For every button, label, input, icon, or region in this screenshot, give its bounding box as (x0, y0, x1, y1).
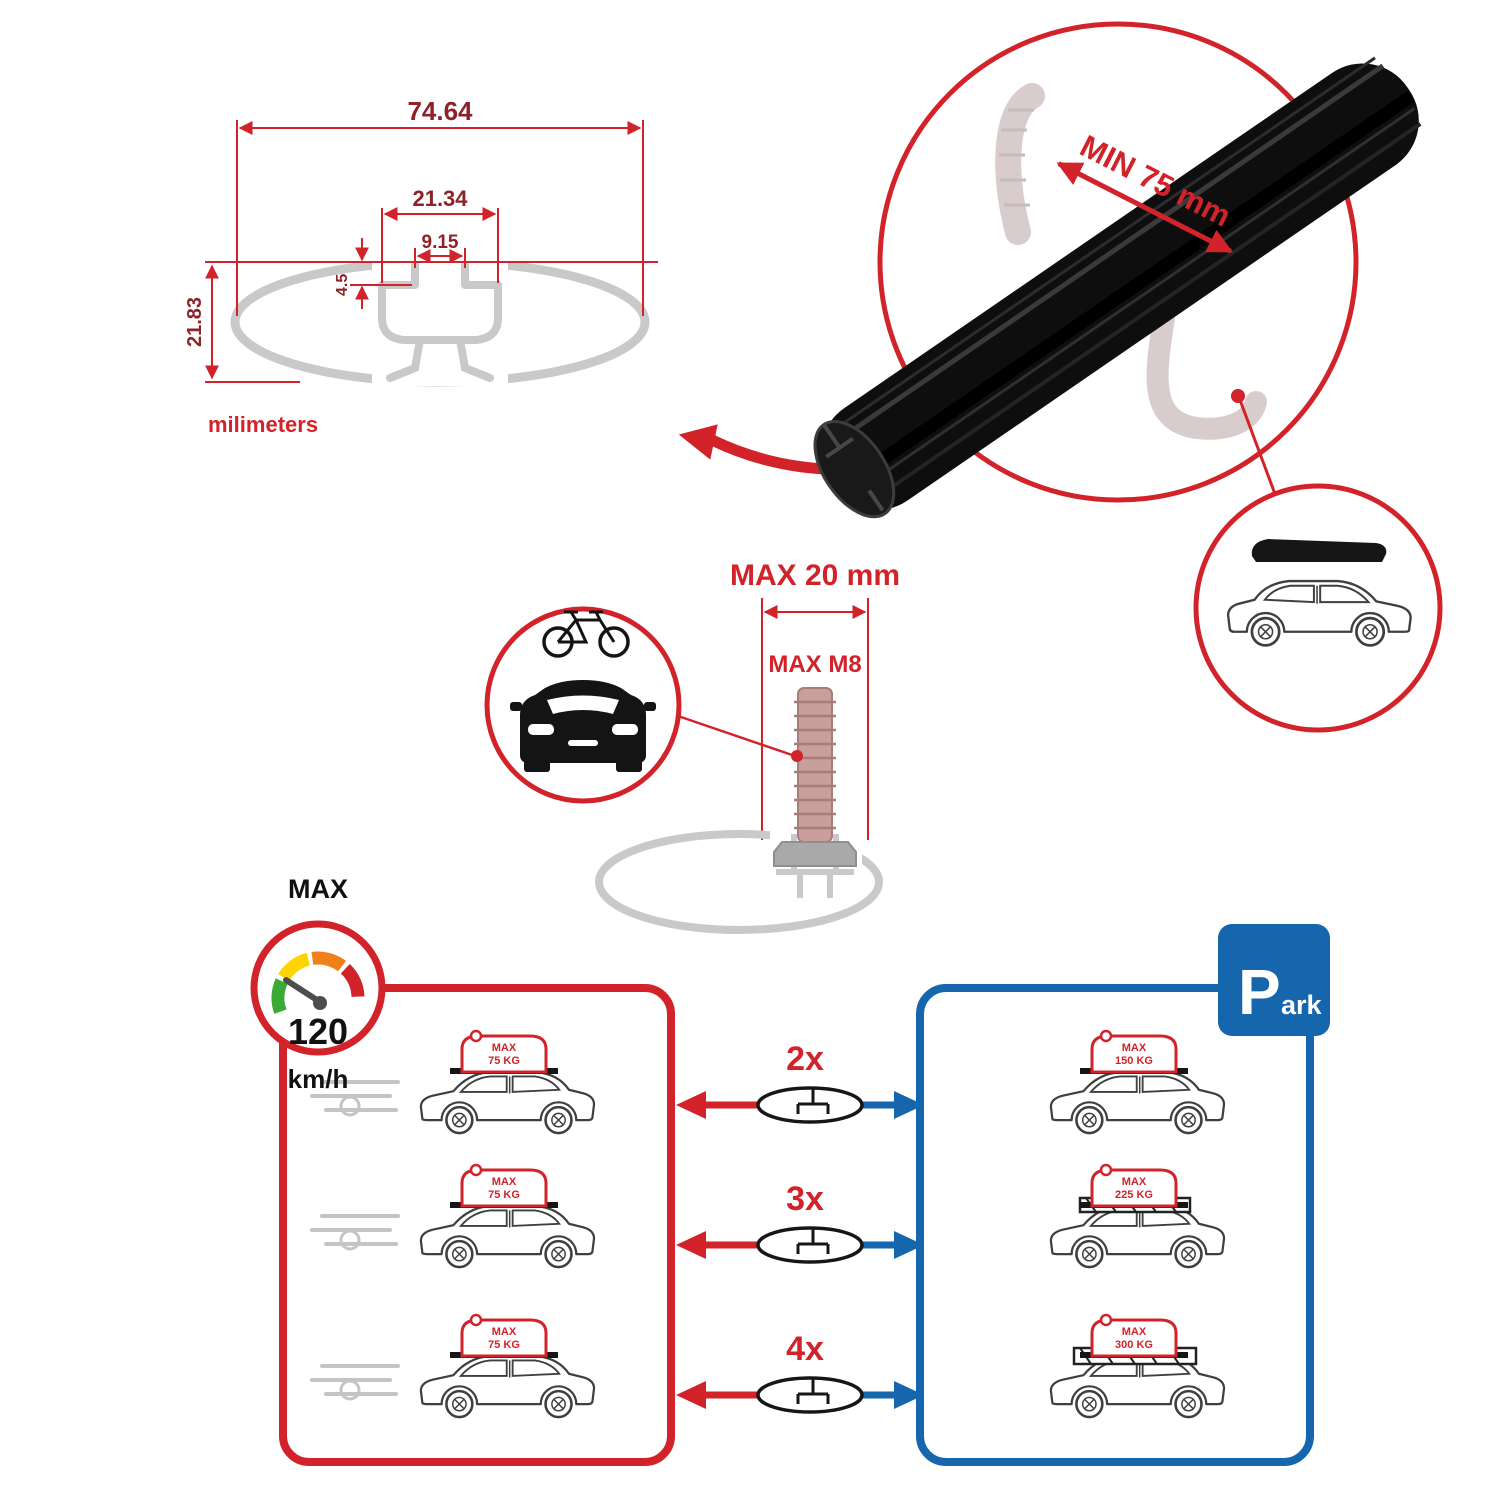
exhaust-smoke-icon (339, 1229, 361, 1251)
crossbar-section-icon (756, 1376, 864, 1414)
load-max-word: MAX (1122, 1176, 1147, 1188)
load-max-word: MAX (1122, 1326, 1147, 1338)
car-front-bike-circle (484, 606, 682, 804)
dim-slot-opening-label: 9.15 (422, 232, 459, 253)
park-letter: P (1238, 956, 1281, 1028)
park-sign: P ark (1218, 924, 1330, 1036)
load-value: 225 KG (1115, 1189, 1153, 1201)
load-value: 150 KG (1115, 1055, 1153, 1067)
callout-line (677, 714, 796, 758)
bolt-max-thread-label: MAX M8 (768, 651, 861, 678)
crossbar-section-icon (756, 1226, 864, 1264)
driving-panel: MAX 75 KG MAX 75 KG MAX 75 KG (279, 984, 675, 1466)
clamp-strap-icon (995, 83, 1045, 245)
gauge-needle (283, 977, 323, 1005)
dim-total-width-label: 74.64 (407, 96, 473, 126)
arrow-right-head (894, 1231, 924, 1259)
crossbar-photo (813, 56, 1422, 519)
load-value: 75 KG (488, 1189, 520, 1201)
dim-channel-width-label: 21.34 (412, 186, 468, 211)
dim-total-height-label: 21.83 (184, 297, 206, 347)
strap-teeth (999, 108, 1034, 207)
parked-panel: MAX 150 KG MAX 225 KG MAX 300 KG (916, 924, 1330, 1466)
profile-dimension-diagram: 74.64 21.34 9.15 4.5 21.83 milimeters (184, 96, 658, 437)
profile-ellipse-small (595, 830, 883, 934)
load-value: 300 KG (1115, 1339, 1153, 1351)
clamp-strap-icon (1146, 307, 1267, 440)
load-value: 75 KG (488, 1339, 520, 1351)
bike-icon (542, 610, 630, 658)
bar-closeup-circle: MIN 75 mm (813, 21, 1422, 519)
crossbar-section-icon (756, 1086, 864, 1124)
multiplier-label: 2x (786, 1040, 824, 1078)
min-span-arrow (1056, 161, 1233, 254)
parked-row-2: MAX 225 KG (1049, 1163, 1226, 1269)
dim-lip-height-label: 4.5 (334, 274, 351, 296)
parked-row-3: MAX 300 KG (1049, 1313, 1226, 1419)
arrow-right-head (894, 1381, 924, 1409)
callout-dot (1231, 389, 1245, 403)
car-front-icon (510, 680, 656, 772)
park-sign-plate (1218, 924, 1330, 1036)
speed-units: km/h (288, 1064, 349, 1094)
park-suffix: ark (1281, 990, 1323, 1020)
exhaust-smoke-icon (339, 1379, 361, 1401)
load-max-word: MAX (492, 1176, 517, 1188)
t-bolt-icon (773, 687, 857, 867)
driving-row-1: MAX 75 KG (310, 1029, 596, 1135)
load-value: 75 KG (488, 1055, 520, 1067)
arrow-left-head (676, 1381, 706, 1409)
speed-value: 120 (288, 1011, 348, 1052)
profile-knockout (372, 256, 508, 386)
arrow-left-head (676, 1231, 706, 1259)
multiplier-rows: 2x 3x 4x (676, 1040, 924, 1414)
bolt-max-width-label: MAX 20 mm (730, 559, 900, 592)
load-max-word: MAX (1122, 1042, 1147, 1054)
suv-roofbox-circle (1193, 483, 1443, 733)
gauge-circle (250, 920, 386, 1056)
speed-limit-gauge: MAX 120 km/h (250, 874, 386, 1094)
callout-dot (791, 750, 803, 762)
load-max-word: MAX (492, 1326, 517, 1338)
profile-stem (386, 336, 494, 382)
load-max-word: MAX (492, 1042, 517, 1054)
bolt-spec-diagram: MAX 20 mm MAX M8 (484, 559, 900, 934)
parked-row-1: MAX 150 KG (1049, 1029, 1226, 1135)
driving-row-3: MAX 75 KG (310, 1313, 596, 1419)
t-slot-channel (378, 262, 502, 344)
speed-title: MAX (288, 874, 348, 904)
roof-cargo-box-icon (1251, 539, 1387, 562)
units-label: milimeters (208, 412, 318, 437)
t-nut-head (773, 841, 857, 867)
arrow-left-head (676, 1091, 706, 1119)
arrow-right-head (894, 1091, 924, 1119)
speedometer-icon (271, 951, 365, 1014)
exhaust-smoke-icon (339, 1095, 361, 1117)
multiplier-label: 3x (786, 1180, 824, 1218)
driving-row-2: MAX 75 KG (310, 1163, 596, 1269)
callout-line (1238, 399, 1277, 495)
multiplier-label: 4x (786, 1330, 824, 1368)
